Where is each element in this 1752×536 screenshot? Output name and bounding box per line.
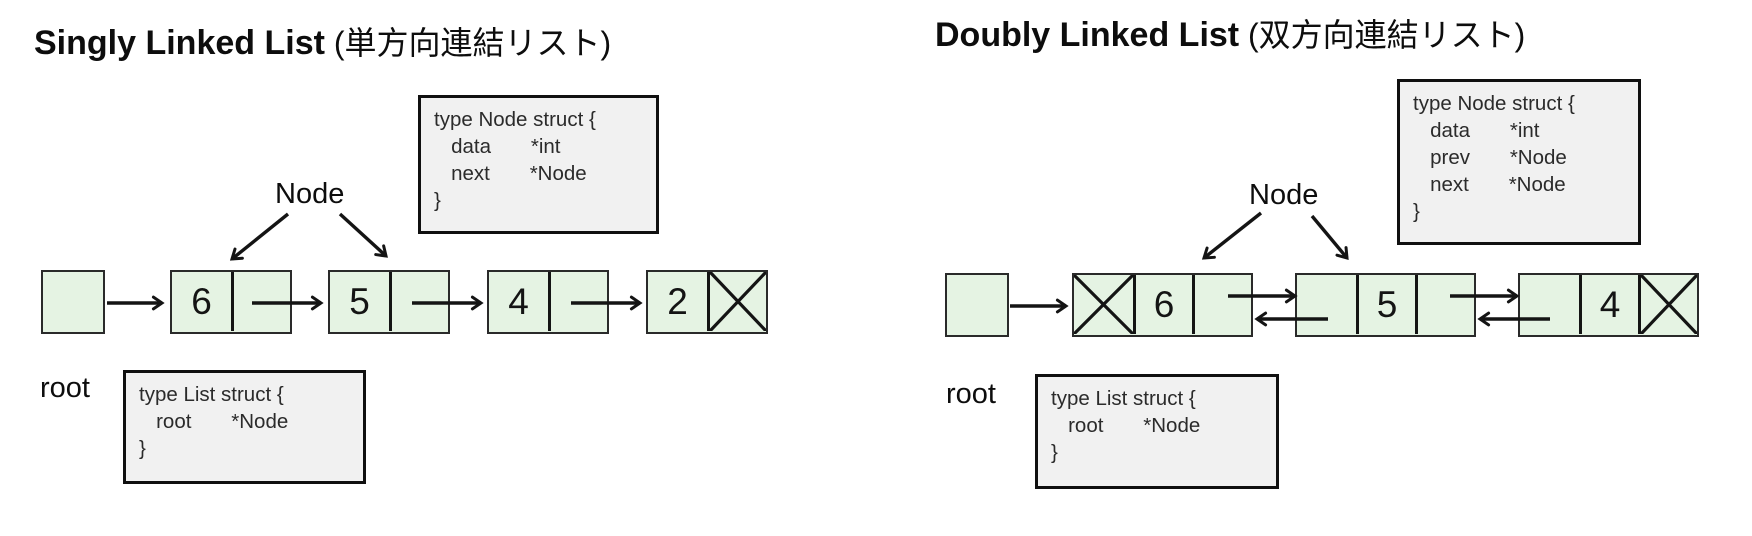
code-line: data *int bbox=[434, 135, 561, 158]
singly-list-node: 5 bbox=[328, 270, 450, 334]
doubly-list-node: 4 bbox=[1518, 273, 1699, 337]
singly-root-label: root bbox=[40, 372, 90, 404]
code-line: root *Node bbox=[1051, 414, 1201, 437]
doubly-title: Doubly Linked List (双方向連結リスト) bbox=[935, 14, 1525, 56]
arrow-doubly-label-to-node2 bbox=[1310, 214, 1349, 261]
code-line: type Node struct { bbox=[1413, 92, 1575, 115]
singly-title-jp: (単方向連結リスト) bbox=[324, 25, 612, 61]
singly-list-struct-box: type List struct { root *Node } bbox=[123, 370, 366, 484]
arrow-singly-label-to-node2 bbox=[338, 212, 388, 258]
singly-node-pointer-label: Node bbox=[275, 178, 345, 210]
singly-root-square bbox=[41, 270, 105, 334]
doubly-node-struct-box: type Node struct { data *int prev *Node … bbox=[1397, 79, 1641, 245]
node-cell-prev bbox=[1520, 275, 1579, 334]
node-cell-next bbox=[389, 272, 448, 331]
code-line: type List struct { bbox=[139, 383, 284, 406]
node-cell-next bbox=[1192, 275, 1251, 334]
node-cell-data: 4 bbox=[489, 272, 548, 331]
node-cell-data: 5 bbox=[330, 272, 389, 331]
singly-node-struct-box: type Node struct { data *int next *Node … bbox=[418, 95, 659, 234]
node-cell-next bbox=[231, 272, 290, 331]
node-cell-data: 5 bbox=[1356, 275, 1415, 334]
doubly-node-pointer-label: Node bbox=[1249, 179, 1319, 211]
doubly-list-struct-box: type List struct { root *Node } bbox=[1035, 374, 1279, 489]
node-cell-next bbox=[1415, 275, 1474, 334]
node-cell-prev bbox=[1074, 275, 1133, 334]
code-line: root *Node bbox=[139, 410, 289, 433]
node-cell-data: 6 bbox=[172, 272, 231, 331]
doubly-title-en: Doubly Linked List bbox=[935, 16, 1240, 54]
code-line: type Node struct { bbox=[434, 108, 596, 131]
singly-title: Singly Linked List (単方向連結リスト) bbox=[34, 22, 611, 64]
code-line: } bbox=[139, 437, 146, 460]
arrow-doubly-label-to-node1 bbox=[1201, 211, 1263, 260]
code-line: } bbox=[1413, 200, 1420, 223]
code-line: type List struct { bbox=[1051, 387, 1196, 410]
node-cell-data: 2 bbox=[648, 272, 707, 331]
node-cell-next bbox=[707, 272, 766, 331]
nil-x-icon bbox=[1641, 275, 1697, 334]
doubly-list-node: 6 bbox=[1072, 273, 1253, 337]
doubly-list-node: 5 bbox=[1295, 273, 1476, 337]
node-cell-data: 4 bbox=[1579, 275, 1638, 334]
doubly-title-jp: (双方向連結リスト) bbox=[1239, 17, 1526, 53]
nil-x-icon bbox=[710, 272, 766, 331]
singly-list-node: 6 bbox=[170, 270, 292, 334]
code-line: } bbox=[1051, 441, 1058, 464]
singly-title-en: Singly Linked List bbox=[34, 24, 325, 62]
code-line: next *Node bbox=[1413, 173, 1566, 196]
node-cell-prev bbox=[1297, 275, 1356, 334]
singly-list-node: 4 bbox=[487, 270, 609, 334]
code-line: } bbox=[434, 189, 441, 212]
code-line: prev *Node bbox=[1413, 146, 1567, 169]
arrow-singly-label-to-node1 bbox=[229, 212, 290, 261]
node-cell-data: 6 bbox=[1133, 275, 1192, 334]
code-line: next *Node bbox=[434, 162, 587, 185]
code-line: data *int bbox=[1413, 119, 1540, 142]
doubly-root-label: root bbox=[946, 378, 996, 410]
doubly-root-square bbox=[945, 273, 1009, 337]
node-cell-next bbox=[1638, 275, 1697, 334]
nil-x-icon bbox=[1074, 275, 1133, 334]
node-cell-next bbox=[548, 272, 607, 331]
singly-list-node: 2 bbox=[646, 270, 768, 334]
